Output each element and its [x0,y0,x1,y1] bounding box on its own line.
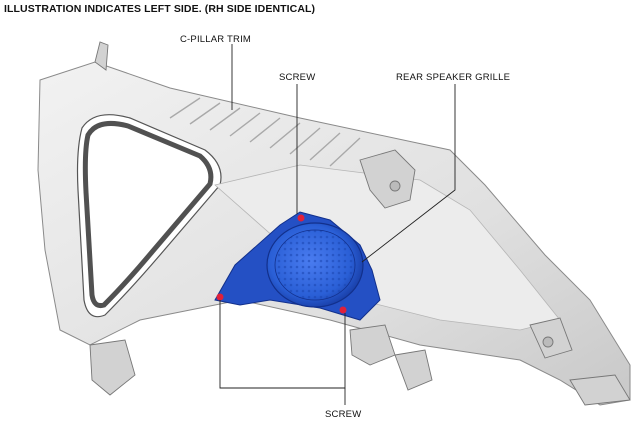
illustration-note: ILLUSTRATION INDICATES LEFT SIDE. (RH SI… [4,3,316,15]
label-c-pillar-trim: C-PILLAR TRIM [180,34,252,45]
label-rear-speaker-grille: REAR SPEAKER GRILLE [396,72,511,83]
rear-speaker-grille [214,211,381,321]
label-screw-bottom: SCREW [325,409,362,420]
label-screw-top: SCREW [279,72,316,83]
screw-top [297,214,305,222]
mounting-clips [89,41,631,406]
screw-markers [216,214,347,314]
screw-right [339,306,347,314]
screw-left [216,293,224,301]
window-opening [76,114,222,318]
trim-ribs [169,97,361,167]
leader-lines [219,44,456,405]
